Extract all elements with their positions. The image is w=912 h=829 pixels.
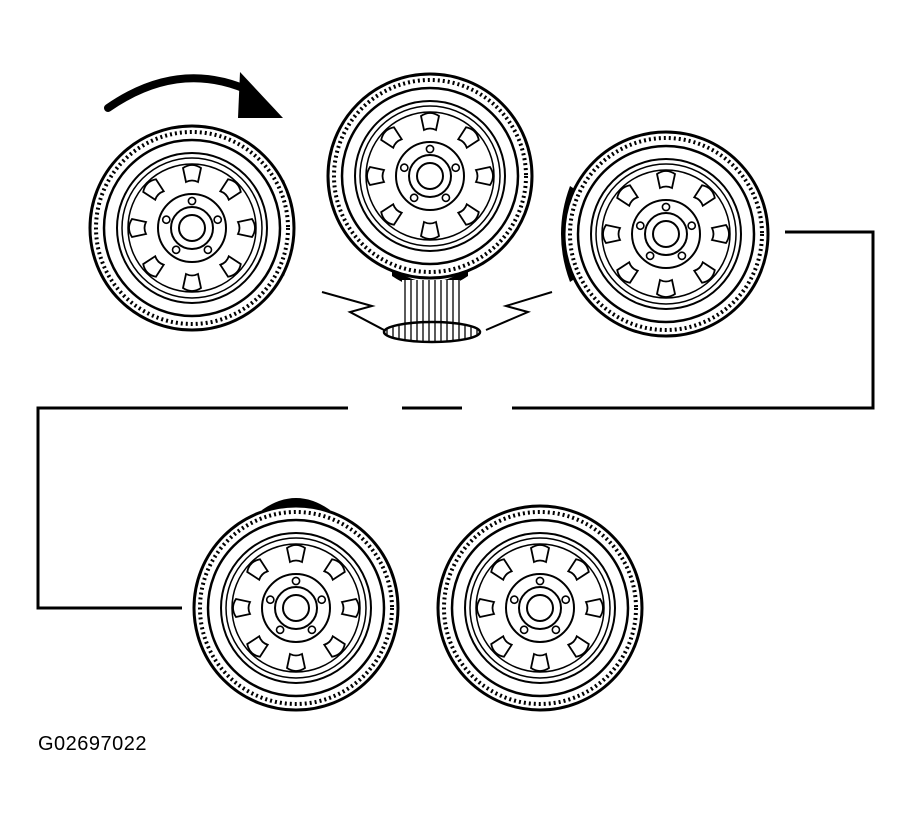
curved-arrow-icon bbox=[104, 72, 283, 118]
sequence-connector bbox=[36, 230, 875, 610]
wheel-icon bbox=[561, 130, 770, 338]
wheel-icon bbox=[88, 124, 296, 332]
vibration-marks bbox=[321, 280, 553, 344]
figure-id: G02697022 bbox=[38, 733, 148, 755]
wheel-icon bbox=[192, 498, 400, 712]
wheel-icon bbox=[326, 72, 534, 289]
wheel-icon bbox=[436, 504, 644, 712]
